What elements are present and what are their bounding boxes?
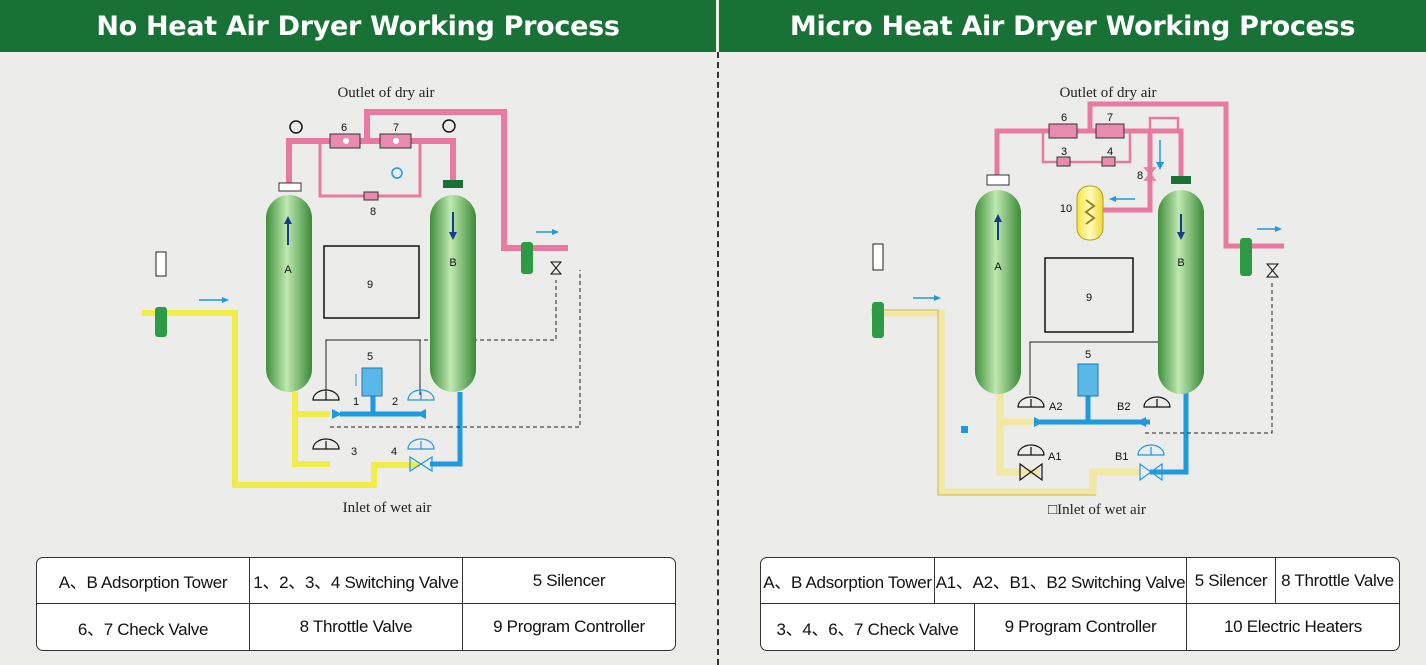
no-heat-diagram: Outlet of dry air Inlet of wet air [142,85,581,516]
right-inlet-gauge [872,243,884,271]
left-check-valve-6: 6 [329,122,361,149]
left-program-controller [323,245,420,319]
right-outlet-label: Outlet of dry air [1059,85,1156,101]
left-purge-pipe [318,141,422,198]
legend-cell: 8 Throttle Valve [1281,570,1394,590]
left-inlet-gauge [155,251,167,277]
right-indicator [961,426,968,433]
right-num-b2: B2 [1117,401,1130,413]
right-electric-heater-10: 10 [1060,185,1104,241]
left-gauge-icon [442,119,456,133]
right-title: Micro Heat Air Dryer Working Process [719,0,1426,52]
arrow-icon [222,297,229,303]
right-outlet-filter [1240,238,1252,276]
left-num-7: 7 [393,122,399,134]
right-silencer-5 [1077,363,1099,397]
right-inlet-filter [872,302,884,338]
right-control-lines [1145,280,1273,434]
legend-cell: A、B Adsorption Tower [761,558,935,603]
right-tower-a-label: A [994,261,1002,273]
right-tower-b-label: B [1177,257,1184,269]
left-num-2: 2 [392,396,398,408]
left-wet-air-pipe [142,310,420,488]
right-wet-air-pipe-edge [871,309,1096,496]
arrow-icon [552,229,559,235]
right-program-controller [1044,257,1134,333]
right-check-valve-7 [1095,123,1125,139]
legend-cell: 6、7 Check Valve [37,604,250,650]
right-wet-air-pipe [871,309,1140,496]
left-title: No Heat Air Dryer Working Process [0,0,716,52]
right-num-9: 9 [1086,292,1092,304]
left-check-valve-7: 7 [379,122,412,149]
right-control-wires [1029,341,1158,395]
right-tower-b: B [1158,176,1204,394]
right-num-7: 7 [1107,112,1113,124]
legend-cell: 5 Silencer [532,570,606,590]
left-num-3: 3 [351,446,357,458]
right-check-valve-3 [1056,156,1071,167]
right-num-5: 5 [1085,349,1091,361]
right-num-8: 8 [1137,170,1143,182]
legend-cell: 9 Program Controller [493,617,645,636]
left-regen-pipe [340,392,463,467]
process-diagrams: Outlet of dry air Inlet of wet air [142,85,1284,518]
right-num-a1: A1 [1048,451,1061,463]
right-num-10: 10 [1060,203,1072,215]
left-tower-a-label: A [284,264,292,276]
legend-cell: 5 Silencer [1187,558,1276,603]
left-num-9: 9 [367,279,373,291]
left-gauge-icon [391,167,403,179]
right-check-valve-4 [1101,156,1116,167]
legend-cell: 8 Throttle Valve [250,604,463,650]
right-drain-valve-icon [1265,263,1280,278]
left-inlet-filter [155,307,167,337]
legend-cell: 3、4、6、7 Check Valve [761,604,975,650]
left-num-4: 4 [391,446,397,458]
left-silencer-5: 5 [355,351,383,397]
right-switching-valves [1017,396,1171,482]
micro-heat-diagram: Outlet of dry air □Inlet of wet air [871,85,1284,518]
left-legend-table: A、B Adsorption Tower 1、2、3、4 Switching V… [36,557,676,651]
arrow-icon [934,295,941,301]
left-control-wires [325,339,421,395]
left-num-5: 5 [367,351,373,363]
legend-cell: A1、A2、B1、B2 Switching Valve [935,558,1187,603]
right-num-4: 4 [1107,146,1113,158]
left-dry-air-pipe [286,109,568,251]
left-num-6: 6 [341,122,347,134]
legend-cell: A、B Adsorption Tower [37,558,250,603]
arrow-icon [1275,226,1282,232]
legend-cell: 1、2、3、4 Switching Valve [250,558,463,603]
left-drain-valve-icon [549,261,563,275]
left-tower-b: B [430,180,476,392]
left-outlet-filter [521,242,533,274]
right-inlet-label: □Inlet of wet air [1048,502,1146,518]
right-num-6: 6 [1061,112,1067,124]
right-num-a2: A2 [1049,401,1062,413]
left-tower-b-label: B [449,257,456,269]
right-num-b1: B1 [1115,451,1128,463]
left-outlet-label: Outlet of dry air [337,85,434,101]
legend-cell: 9 Program Controller [975,604,1187,650]
left-tower-a: A [266,182,312,392]
section-divider [717,52,719,665]
right-purge-pipe [1041,116,1180,164]
arrow-icon [1109,196,1116,202]
right-tower-a: A [975,174,1021,394]
arrow-icon [1156,162,1164,170]
right-num-3: 3 [1061,146,1067,158]
left-control-lines [330,270,581,428]
left-throttle-valve-8: 8 [363,191,379,218]
left-num-8: 8 [370,206,376,218]
right-legend-table: A、B Adsorption Tower A1、A2、B1、B2 Switchi… [760,557,1400,651]
right-throttle-valve-8 [1143,167,1157,181]
left-inlet-label: Inlet of wet air [343,500,432,516]
legend-cell: 10 Electric Heaters [1224,617,1362,636]
left-gauge-icon [289,120,303,134]
left-switching-valves [312,389,340,450]
right-check-valve-6 [1048,123,1078,139]
left-num-1: 1 [353,396,359,408]
